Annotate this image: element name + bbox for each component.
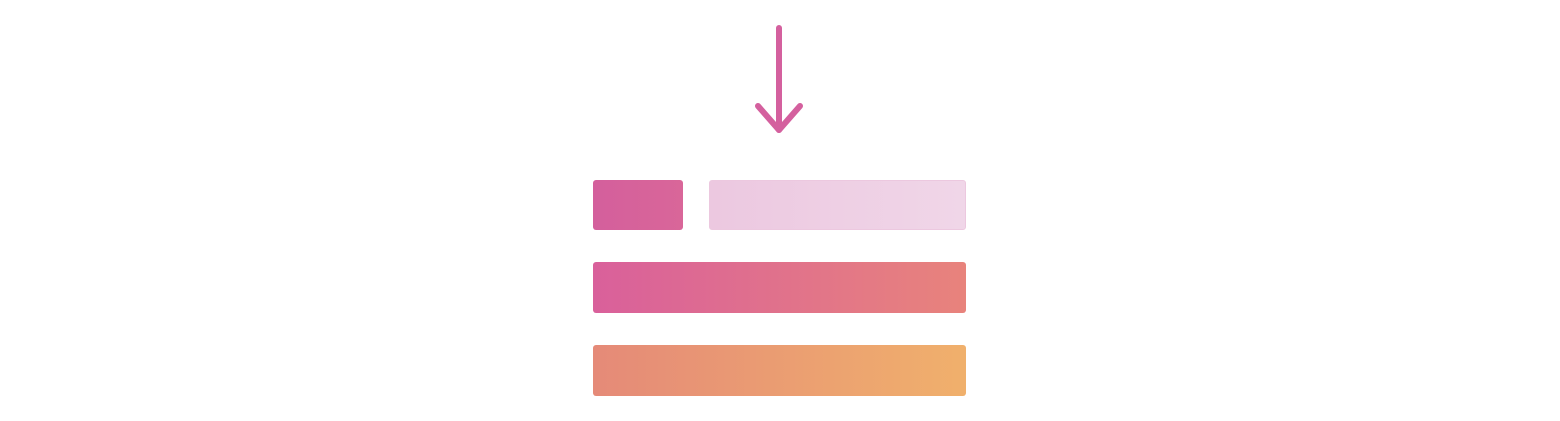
top-row-short-block [593,180,683,230]
top-row-light-block [709,180,966,230]
middle-block [593,262,966,313]
arrow-down-icon [755,25,803,133]
bottom-block [593,345,966,396]
